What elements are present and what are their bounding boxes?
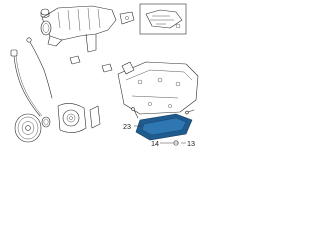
- callout-23: 23: [123, 122, 142, 131]
- oil-pan-upper: [117, 61, 199, 115]
- drain-plug: [173, 140, 179, 146]
- crank-pulley: [14, 113, 42, 143]
- dipstick-tube: [10, 49, 43, 117]
- svg-text:14: 14: [151, 139, 159, 147]
- filler-cap: [40, 8, 50, 18]
- oil-filter-housing: [57, 103, 87, 133]
- pan-bolt: [185, 109, 195, 115]
- pan-bolt-2: [131, 107, 139, 119]
- intake-manifold: [40, 5, 117, 53]
- callout-14: 14: [151, 139, 173, 147]
- svg-text:13: 13: [187, 139, 195, 147]
- bracket: [119, 11, 135, 25]
- oil-pan-lower: [135, 113, 193, 141]
- inset-box: [139, 3, 187, 35]
- seal: [41, 116, 51, 128]
- svg-text:23: 23: [123, 122, 131, 131]
- dipstick: [26, 37, 53, 99]
- exploded-parts-diagram: 23 14 13: [10, 3, 199, 147]
- timing-cover-piece: [89, 105, 101, 129]
- callout-13: 13: [181, 139, 195, 147]
- hose-connector: [69, 55, 113, 73]
